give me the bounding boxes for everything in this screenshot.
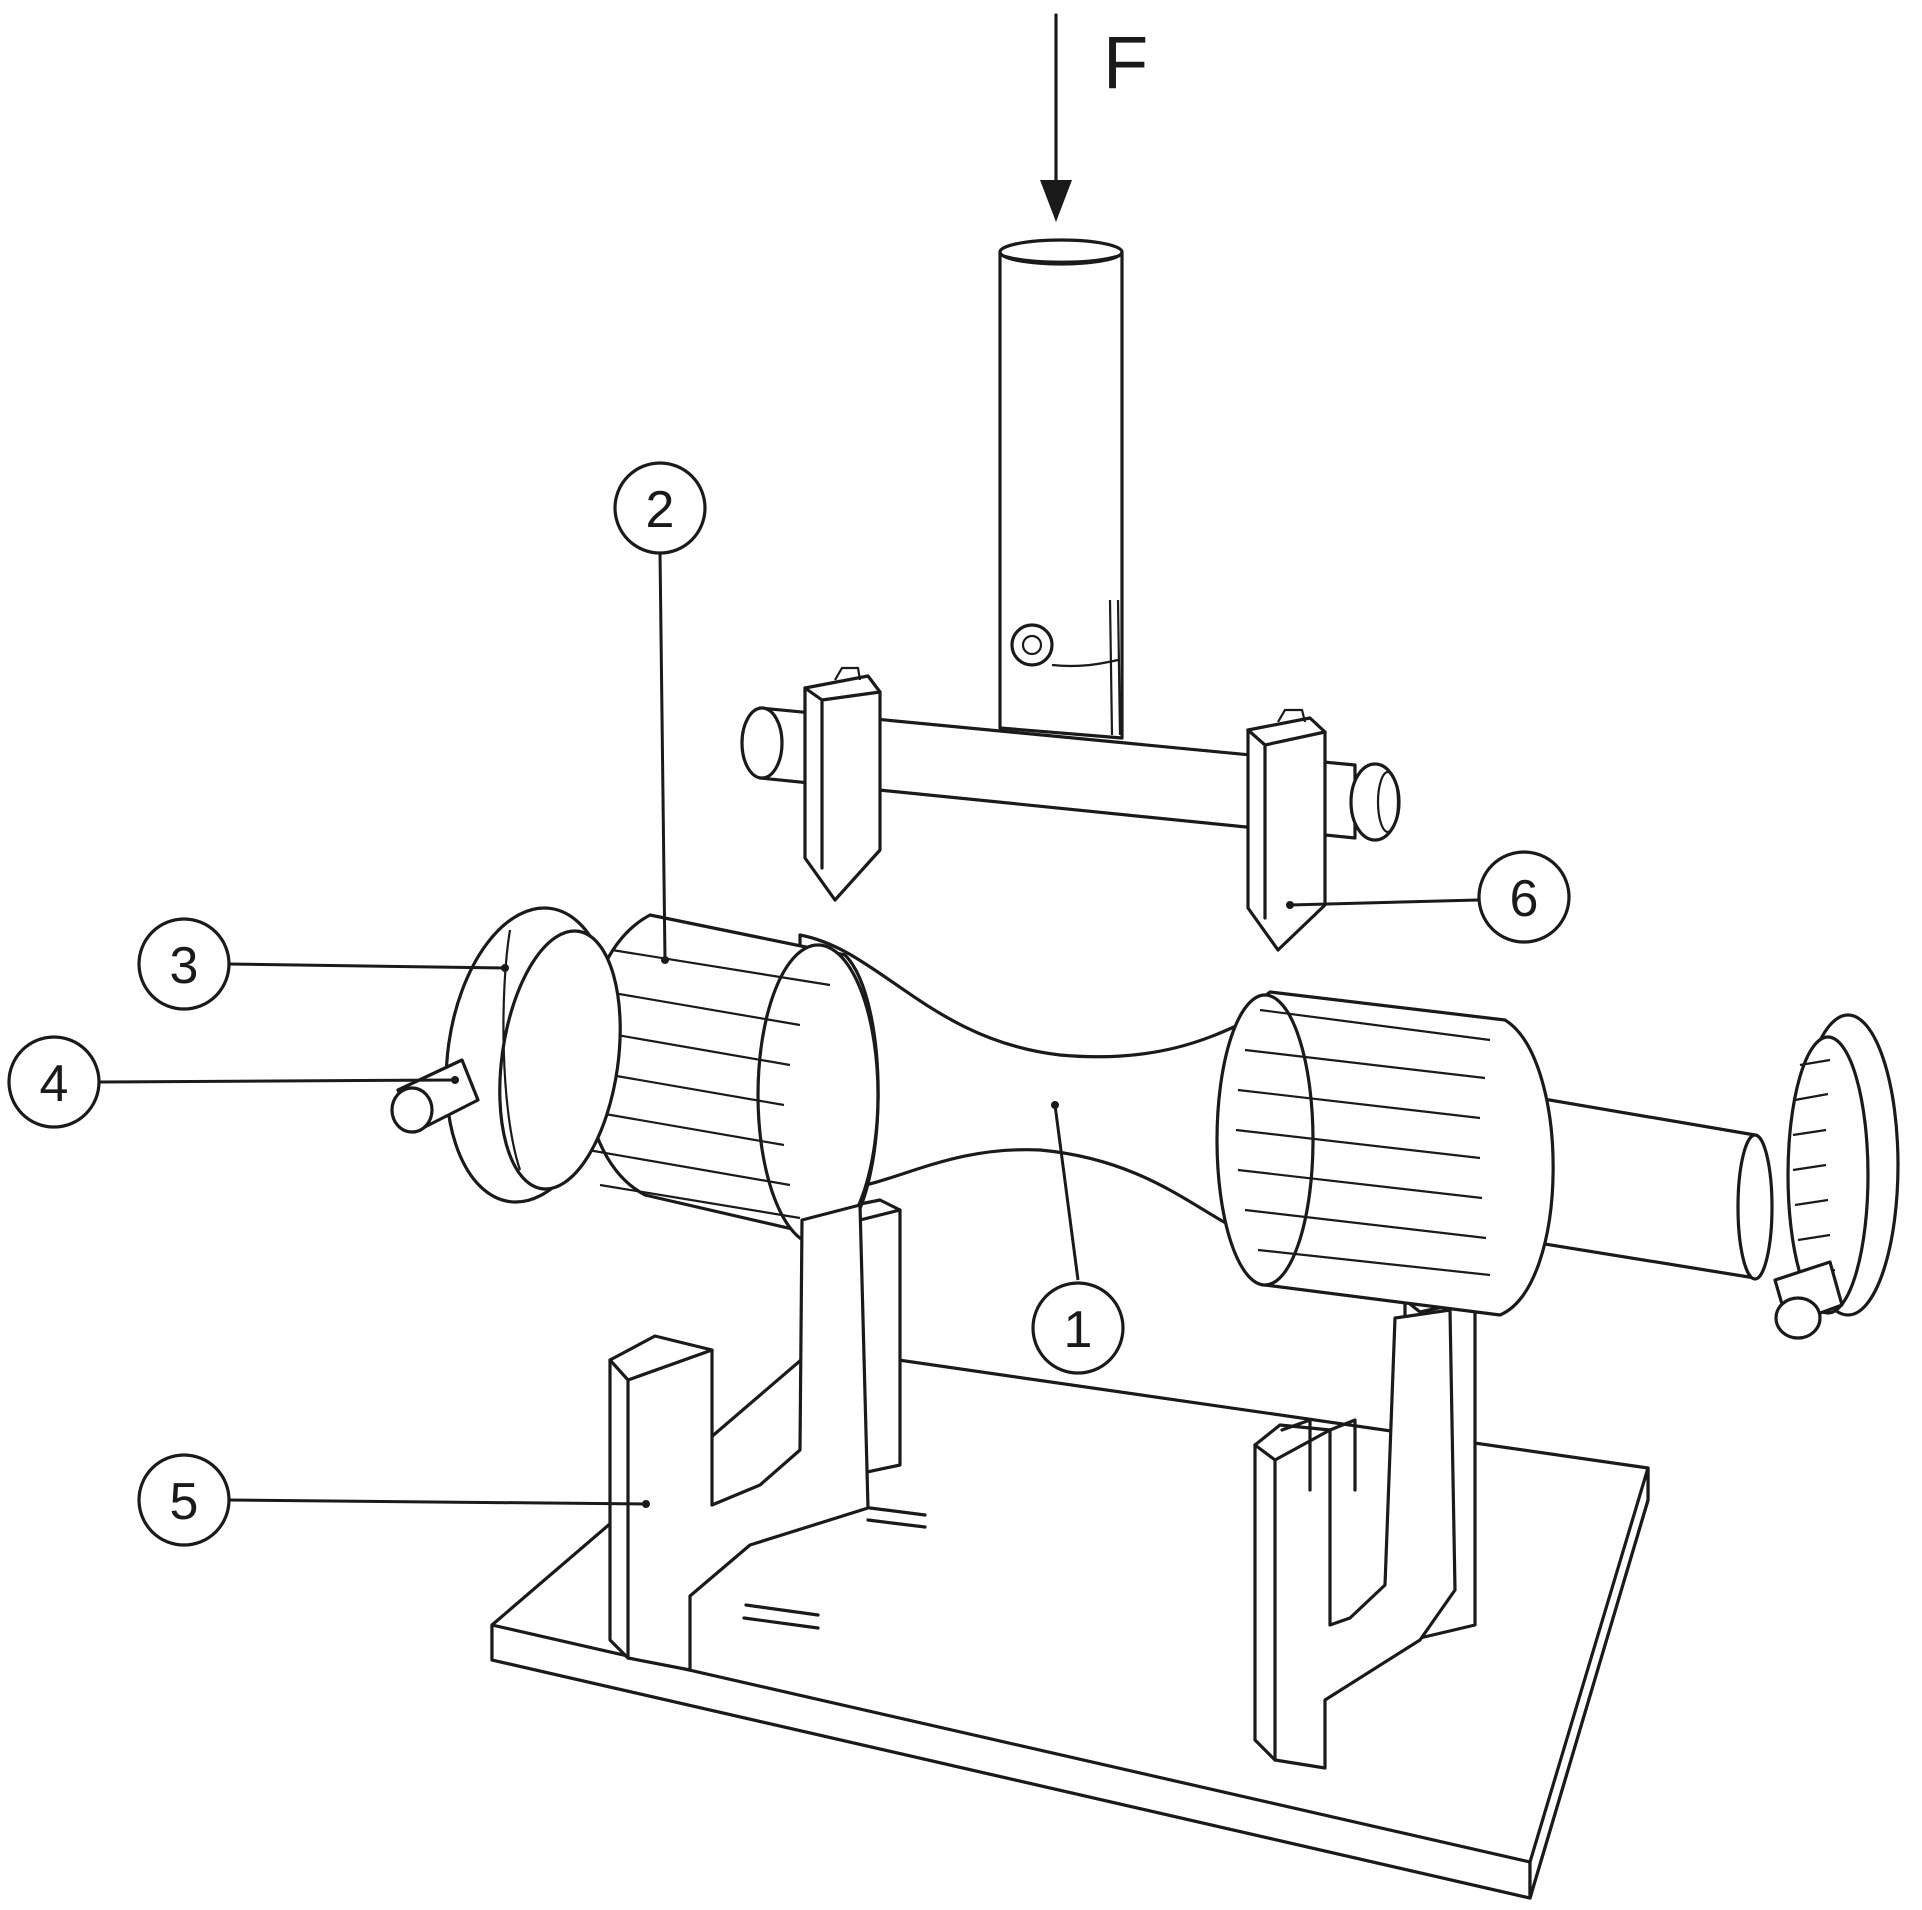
loading-nose-right [1246, 708, 1327, 952]
left-collar [444, 906, 622, 1204]
front-support-right [1253, 1308, 1457, 1770]
callout-6-label: 6 [1510, 870, 1539, 928]
right-handle [1773, 1260, 1844, 1340]
callout-3: 3 [137, 917, 231, 1011]
front-support-left [608, 1203, 870, 1672]
callout-4: 4 [7, 1035, 101, 1129]
callout-3-label: 3 [170, 937, 199, 995]
callout-6: 6 [1477, 850, 1571, 944]
callout-1-label: 1 [1064, 1301, 1093, 1359]
left-grip [581, 913, 880, 1247]
callout-2: 2 [613, 461, 707, 555]
callout-1: 1 [1031, 1281, 1125, 1375]
callout-2-label: 2 [646, 481, 675, 539]
right-grip [1215, 990, 1555, 1317]
force-arrow [1040, 13, 1072, 222]
right-collar [1786, 1013, 1900, 1317]
force-label: F [1103, 21, 1148, 104]
callout-5-label: 5 [170, 1473, 199, 1531]
callout-5: 5 [137, 1453, 231, 1547]
loading-nose-left [803, 666, 882, 902]
left-handle [390, 1058, 480, 1134]
cross-bar [740, 706, 1401, 842]
leader-lines [97, 551, 1479, 1508]
right-shaft [1518, 1093, 1774, 1281]
callout-4-label: 4 [40, 1055, 69, 1113]
loading-post [998, 238, 1124, 740]
